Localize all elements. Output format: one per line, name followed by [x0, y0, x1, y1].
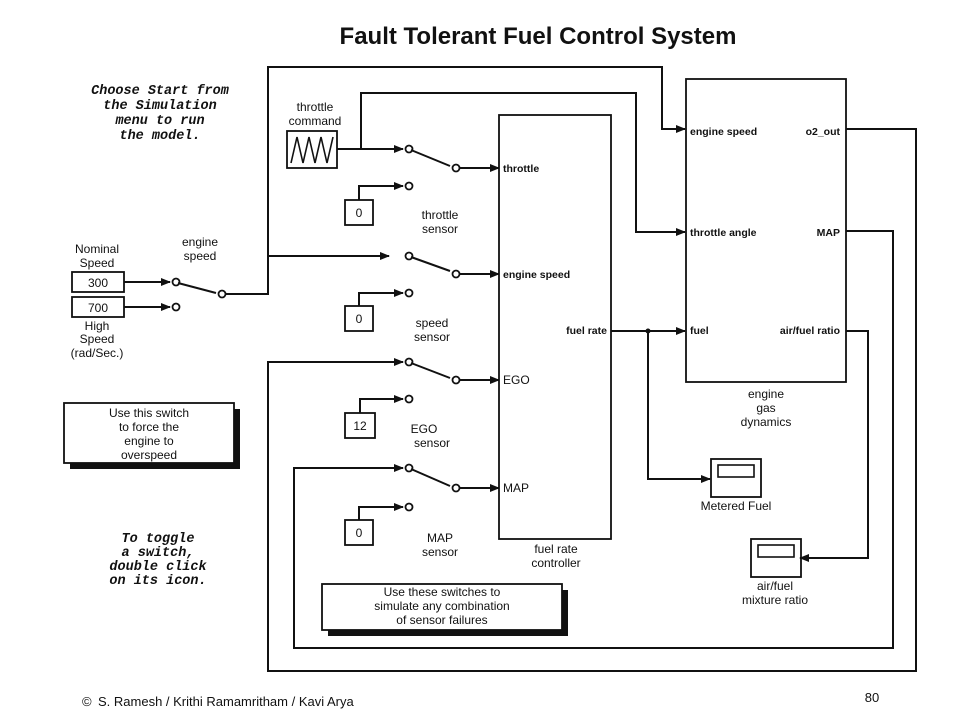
svg-text:EGO: EGO	[411, 422, 438, 436]
page-number: 80	[865, 690, 879, 705]
svg-text:0: 0	[356, 526, 363, 540]
svg-text:speed: speed	[184, 249, 217, 263]
svg-text:overspeed: overspeed	[121, 448, 177, 462]
svg-text:To toggle: To toggle	[122, 532, 195, 547]
metered-fuel-scope[interactable]: Metered Fuel	[701, 458, 772, 513]
svg-text:300: 300	[88, 276, 108, 290]
svg-text:MAP: MAP	[817, 227, 840, 239]
svg-text:Use this switch: Use this switch	[109, 406, 189, 420]
svg-text:12: 12	[353, 419, 367, 433]
svg-text:engine: engine	[748, 387, 784, 401]
svg-text:700: 700	[88, 301, 108, 315]
svg-text:the model.: the model.	[119, 129, 200, 144]
svg-text:engine to: engine to	[124, 434, 174, 448]
svg-text:fuel rate: fuel rate	[534, 542, 578, 556]
svg-text:speed: speed	[416, 316, 449, 330]
svg-text:sensor: sensor	[414, 330, 450, 344]
svg-text:gas: gas	[756, 401, 775, 415]
svg-text:mixture ratio: mixture ratio	[742, 593, 808, 607]
nominal-speed-block[interactable]: Nominal Speed 300	[71, 242, 125, 293]
svg-text:engine: engine	[182, 235, 218, 249]
start-instructions: Choose Start from the Simulation menu to…	[91, 84, 229, 144]
diagram-title: Fault Tolerant Fuel Control System	[340, 23, 737, 50]
svg-text:engine speed: engine speed	[690, 126, 757, 138]
svg-text:to force the: to force the	[119, 420, 179, 434]
svg-text:air/fuel ratio: air/fuel ratio	[780, 325, 840, 337]
svg-text:on its icon.: on its icon.	[109, 574, 206, 589]
svg-text:EGO: EGO	[503, 373, 530, 387]
overspeed-note: Use this switch to force the engine to o…	[63, 402, 240, 469]
engine-speed-switch[interactable]: engine speed	[124, 235, 390, 312]
high-speed-block[interactable]: 700 High Speed (rad/Sec.)	[71, 296, 125, 360]
svg-text:sensor: sensor	[422, 222, 458, 236]
svg-text:fuel rate: fuel rate	[566, 325, 607, 337]
sawtooth-icon	[290, 136, 334, 164]
svg-text:dynamics: dynamics	[741, 415, 792, 429]
svg-text:a switch,: a switch,	[122, 546, 195, 561]
svg-text:throttle: throttle	[297, 100, 334, 114]
svg-text:throttle: throttle	[422, 208, 459, 222]
svg-text:Metered Fuel: Metered Fuel	[701, 499, 772, 513]
signal-wiring	[267, 66, 917, 672]
toggle-instructions: To toggle a switch, double click on its …	[109, 532, 207, 589]
svg-text:air/fuel: air/fuel	[757, 579, 793, 593]
svg-text:Choose Start from: Choose Start from	[91, 84, 229, 99]
footer-authors: S. Ramesh / Krithi Ramamritham / Kavi Ar…	[98, 694, 355, 709]
svg-text:throttle angle: throttle angle	[690, 227, 757, 239]
svg-text:command: command	[289, 114, 342, 128]
svg-text:menu to run: menu to run	[114, 114, 204, 129]
throttle-switch[interactable]	[337, 144, 500, 191]
svg-text:0: 0	[356, 206, 363, 220]
map-switch[interactable]	[404, 463, 500, 512]
svg-text:simulate any combination: simulate any combination	[374, 599, 509, 613]
svg-text:controller: controller	[531, 556, 580, 570]
svg-text:Nominal: Nominal	[75, 242, 119, 256]
throttle-command-block[interactable]: throttle command	[286, 100, 342, 169]
speed-sensor-block[interactable]: 0 speed sensor	[344, 289, 450, 344]
svg-text:of sensor failures: of sensor failures	[396, 613, 487, 627]
svg-text:0: 0	[356, 312, 363, 326]
svg-text:double click: double click	[109, 560, 207, 575]
svg-text:MAP: MAP	[503, 481, 529, 495]
fuel-rate-controller-block[interactable]: throttle engine speed EGO MAP fuel rate …	[498, 114, 612, 570]
svg-text:the Simulation: the Simulation	[103, 99, 216, 114]
svg-text:Speed: Speed	[80, 332, 115, 346]
svg-text:sensor: sensor	[422, 545, 458, 559]
airfuel-ratio-scope[interactable]: air/fuel mixture ratio	[742, 538, 808, 607]
engine-gas-dynamics-block[interactable]: engine speed throttle angle fuel o2_out …	[685, 78, 847, 429]
ego-sensor-block[interactable]: 12 EGO sensor	[344, 395, 450, 450]
svg-text:Speed: Speed	[80, 256, 115, 270]
svg-text:High: High	[85, 319, 110, 333]
ego-switch[interactable]	[404, 357, 500, 404]
svg-text:MAP: MAP	[427, 531, 453, 545]
svg-text:(rad/Sec.): (rad/Sec.)	[71, 346, 124, 360]
svg-text:throttle: throttle	[503, 163, 539, 175]
svg-text:engine speed: engine speed	[503, 269, 570, 281]
speed-switch[interactable]	[404, 251, 500, 298]
copyright-symbol: ©	[82, 694, 92, 709]
map-sensor-block[interactable]: 0 MAP sensor	[344, 503, 458, 559]
svg-text:o2_out: o2_out	[806, 126, 841, 138]
svg-text:sensor: sensor	[414, 436, 450, 450]
sensor-failures-note: Use these switches to simulate any combi…	[321, 583, 568, 636]
svg-text:Use these switches to: Use these switches to	[384, 585, 501, 599]
throttle-sensor-block[interactable]: 0 throttle sensor	[344, 182, 459, 236]
svg-text:fuel: fuel	[690, 325, 709, 337]
